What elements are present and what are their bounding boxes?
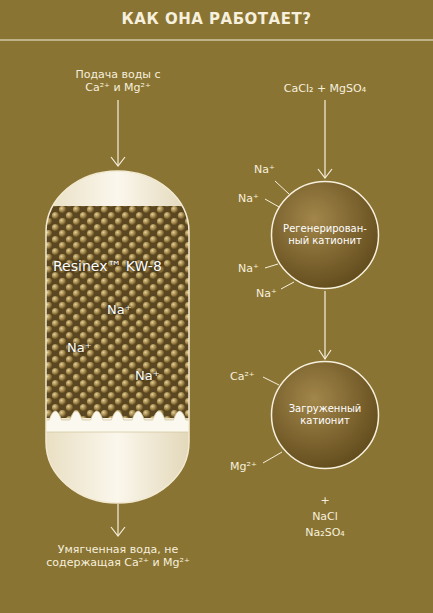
- circle-label: Регенерирован-ный катионит: [278, 223, 372, 247]
- ion-label: Mg²⁺: [230, 460, 257, 473]
- plus-sign: +: [285, 494, 365, 507]
- resin-name: Resinex™ KW-8: [53, 258, 162, 275]
- resin-bed: [45, 206, 190, 432]
- resin-circle: [272, 182, 379, 289]
- support-plate: [45, 411, 190, 432]
- title-rule: [0, 39, 433, 40]
- arrow-head: [319, 350, 331, 359]
- circle-text-box: Регенерирован-ный катионит: [270, 180, 380, 290]
- resin-circle: [272, 362, 379, 469]
- ion-label: Na⁺: [135, 368, 160, 384]
- ion-label: Na⁺: [254, 163, 275, 176]
- circle-text-box: Загруженный катионит: [270, 360, 380, 470]
- flow-connector: [319, 291, 331, 359]
- ion-label: Na⁺: [67, 340, 92, 356]
- connector-line: [324, 291, 325, 359]
- ion-label: Na⁺: [107, 302, 132, 318]
- cation-resin-circle: Регенерирован-ный катионит: [270, 180, 380, 290]
- outlet-label: Умягченная вода, не содержащая Ca²⁺ и Mg…: [38, 543, 198, 569]
- cation-resin-circle: Загруженный катионит: [270, 360, 380, 470]
- inlet-label: Подача воды с Ca²⁺ и Mg²⁺: [68, 68, 168, 94]
- product-label: Na₂SO₄: [285, 526, 365, 539]
- ion-label: Na⁺: [238, 262, 259, 275]
- product-label: NaCl: [285, 510, 365, 523]
- ion-label: Ca²⁺: [230, 370, 255, 383]
- circle-label: Загруженный катионит: [278, 403, 372, 427]
- tank-outline: [45, 170, 190, 504]
- ion-label: Na⁺: [256, 287, 277, 300]
- tank-border: [46, 171, 189, 503]
- softener-tank: Resinex™ KW-8Na⁺ Na⁺ Na⁺: [45, 170, 190, 504]
- ion-label: Na⁺: [238, 192, 259, 205]
- regenerant-label: CaCl₂ + MgSO₄: [265, 82, 385, 95]
- tank-body: [46, 171, 189, 503]
- page-title: КАК ОНА РАБОТАЕТ?: [0, 10, 433, 28]
